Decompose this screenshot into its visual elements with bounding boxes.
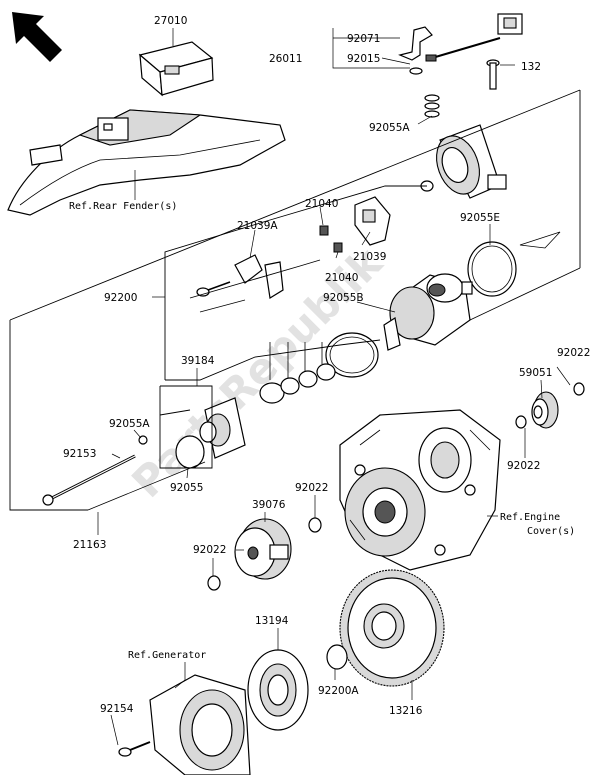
label-39076: 39076: [252, 499, 286, 511]
label-92055b: 92055B: [323, 292, 364, 304]
rear-fender: [7, 109, 286, 216]
o-ring-92055: [175, 435, 205, 469]
label-21040-a: 21040: [305, 198, 338, 210]
label-92022-right: 92022: [557, 347, 590, 359]
bolt-132: [486, 59, 500, 90]
lead-wire-26011: [425, 13, 523, 62]
bolt-92154: [118, 741, 151, 757]
front-direction-arrow-icon: [12, 12, 62, 62]
engine-cover: [339, 409, 501, 571]
brush-21040-b: [333, 242, 343, 253]
end-cover-housing: [436, 124, 507, 199]
nut-92015: [409, 67, 423, 75]
label-92200a: 92200A: [318, 685, 359, 697]
label-92055a-top: 92055A: [369, 122, 410, 134]
ref-engine-cover-line1: Ref.Engine: [500, 512, 560, 523]
brush-21040-a: [319, 225, 329, 236]
ref-generator: Ref.Generator: [128, 650, 206, 661]
label-92055a-left: 92055A: [109, 418, 150, 430]
label-13216: 13216: [389, 705, 423, 717]
label-92022-mid: 92022: [507, 460, 540, 472]
label-26011: 26011: [269, 53, 302, 65]
label-92055: 92055: [170, 482, 203, 494]
label-21039: 21039: [353, 251, 386, 263]
terminal-cap-92071: [398, 26, 433, 61]
assembly-frame-lines: [9, 89, 581, 511]
label-21039a: 21039A: [237, 220, 278, 232]
one-way-clutch-13194: [247, 649, 309, 731]
starter-motor-body: [383, 273, 473, 351]
long-bolt-92153: [42, 454, 136, 506]
label-13194: 13194: [255, 615, 289, 627]
label-92200: 92200: [104, 292, 137, 304]
small-screw: [196, 281, 231, 297]
label-92022-center: 92022: [295, 482, 328, 494]
bearing-92200a: [326, 644, 348, 670]
idle-gear-59051: [531, 391, 559, 429]
label-92154: 92154: [100, 703, 134, 715]
gear-39076: [234, 518, 292, 580]
label-132: 132: [521, 61, 541, 73]
washer-92022-left: [207, 575, 221, 591]
o-rings-92055a-top: [424, 94, 440, 118]
label-92071: 92071: [347, 33, 380, 45]
starter-gear-13216: [339, 569, 445, 687]
leader-lines: [97, 28, 571, 746]
label-39184: 39184: [181, 355, 215, 367]
brush-holder-21039: [354, 196, 391, 246]
label-21040-b: 21040: [325, 272, 358, 284]
washer-92022-center: [308, 517, 322, 533]
brush-plate-21039a: [234, 254, 284, 299]
starter-relay-27010: [138, 41, 214, 97]
washer-92022-mid: [515, 415, 527, 429]
washer-92022-right: [573, 382, 585, 396]
generator-rotor: [149, 674, 251, 775]
ref-engine-cover-line2: Cover(s): [527, 526, 575, 537]
label-59051: 59051: [519, 367, 552, 379]
label-92055e: 92055E: [460, 212, 500, 224]
label-92153: 92153: [63, 448, 96, 460]
label-27010: 27010: [154, 15, 187, 27]
label-92015: 92015: [347, 53, 380, 65]
ref-rear-fender: Ref.Rear Fender(s): [69, 201, 177, 212]
label-21163: 21163: [73, 539, 106, 551]
washer-stack-92200: [259, 363, 336, 404]
label-92022-left: 92022: [193, 544, 226, 556]
